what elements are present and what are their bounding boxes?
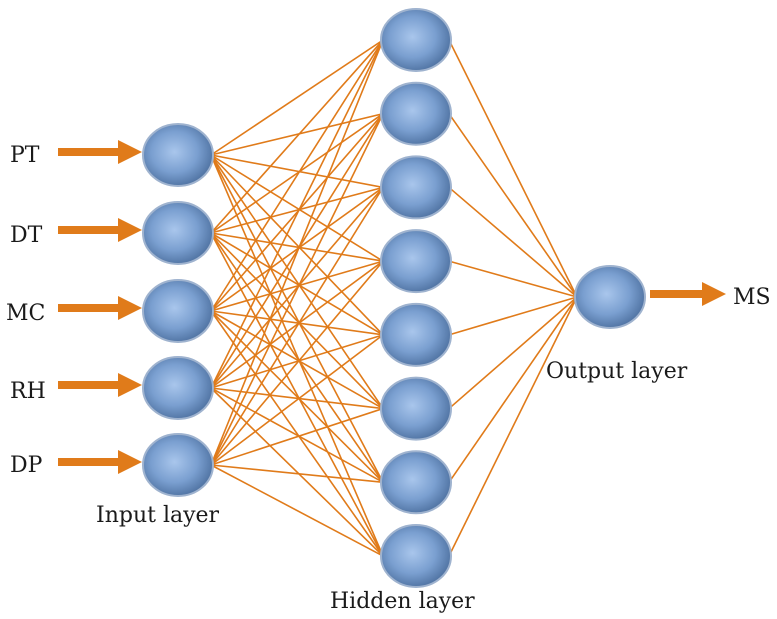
connection-input-4-hidden-6 bbox=[210, 464, 384, 484]
connection-input-0-hidden-4 bbox=[210, 154, 384, 336]
connection-input-0-hidden-2 bbox=[210, 154, 384, 189]
arrows bbox=[58, 140, 726, 474]
connection-input-3-hidden-6 bbox=[210, 387, 384, 483]
output-label-ms: MS bbox=[733, 285, 771, 310]
connection-hidden-2-output bbox=[448, 186, 578, 298]
connection-input-4-hidden-2 bbox=[210, 187, 384, 466]
hidden-node-2 bbox=[380, 81, 452, 146]
connection-input-3-hidden-5 bbox=[210, 387, 384, 410]
connection-input-1-hidden-7 bbox=[210, 232, 384, 557]
hidden-node-5 bbox=[380, 302, 452, 367]
hidden-node-6 bbox=[380, 376, 452, 441]
connection-hidden-6-output bbox=[448, 296, 578, 483]
connection-input-4-hidden-4 bbox=[210, 334, 384, 466]
output-node bbox=[574, 265, 646, 329]
connection-input-2-hidden-4 bbox=[210, 310, 384, 336]
input-label-dp: DP bbox=[10, 453, 43, 478]
connection-input-3-hidden-0 bbox=[210, 39, 384, 389]
input-node-dt bbox=[142, 201, 214, 265]
connection-input-1-hidden-5 bbox=[210, 232, 384, 410]
connection-hidden-3-output bbox=[448, 260, 578, 298]
input-node-pt bbox=[142, 123, 214, 187]
connection-input-1-hidden-2 bbox=[210, 186, 384, 234]
connection-input-3-hidden-3 bbox=[210, 260, 384, 389]
input-arrow-dp bbox=[58, 450, 142, 474]
connections bbox=[210, 39, 578, 557]
connection-hidden-5-output bbox=[448, 296, 578, 410]
hidden-node-3 bbox=[380, 155, 452, 220]
input-node-dp bbox=[142, 433, 214, 497]
connection-input-0-hidden-5 bbox=[210, 154, 384, 410]
connection-input-4-hidden-1 bbox=[210, 113, 384, 466]
connection-hidden-4-output bbox=[448, 296, 578, 336]
output-layer-label: Output layer bbox=[546, 359, 688, 384]
connection-hidden-1-output bbox=[448, 113, 578, 298]
input-arrow-rh bbox=[58, 373, 142, 397]
nodes bbox=[142, 8, 646, 588]
connection-input-2-hidden-0 bbox=[210, 39, 384, 312]
connection-input-0-hidden-7 bbox=[210, 154, 384, 557]
connection-input-0-hidden-1 bbox=[210, 112, 384, 156]
input-arrow-pt bbox=[58, 140, 142, 164]
hidden-layer-label: Hidden layer bbox=[330, 589, 475, 614]
connection-input-2-hidden-5 bbox=[210, 310, 384, 410]
connection-input-2-hidden-2 bbox=[210, 186, 384, 312]
input-node-mc bbox=[142, 279, 214, 343]
connection-hidden-7-output bbox=[448, 296, 578, 557]
input-label-pt: PT bbox=[10, 143, 40, 168]
connection-input-0-hidden-6 bbox=[210, 154, 384, 483]
connection-input-2-hidden-6 bbox=[210, 310, 384, 483]
connection-input-1-hidden-0 bbox=[210, 39, 384, 234]
input-arrow-dt bbox=[58, 218, 142, 242]
connection-input-4-hidden-3 bbox=[210, 260, 384, 466]
connection-hidden-0-output bbox=[448, 39, 578, 298]
hidden-node-8 bbox=[380, 524, 452, 588]
connection-input-0-hidden-0 bbox=[210, 39, 384, 156]
input-arrow-mc bbox=[58, 296, 142, 320]
connection-input-0-hidden-3 bbox=[210, 154, 384, 262]
connection-input-4-hidden-0 bbox=[210, 39, 384, 466]
hidden-node-7 bbox=[380, 450, 452, 515]
input-label-rh: RH bbox=[10, 379, 46, 404]
connection-input-2-hidden-3 bbox=[210, 260, 384, 312]
input-label-dt: DT bbox=[10, 223, 43, 248]
connection-input-1-hidden-4 bbox=[210, 232, 384, 336]
connection-input-2-hidden-7 bbox=[210, 310, 384, 557]
connection-input-4-hidden-5 bbox=[210, 407, 384, 466]
connection-input-1-hidden-6 bbox=[210, 232, 384, 483]
connection-input-1-hidden-1 bbox=[210, 113, 384, 234]
input-node-rh bbox=[142, 356, 214, 420]
connection-input-1-hidden-3 bbox=[210, 232, 384, 262]
output-arrow-ms bbox=[650, 282, 726, 306]
hidden-node-4 bbox=[380, 229, 452, 294]
input-layer-label: Input layer bbox=[96, 503, 220, 528]
hidden-node-1 bbox=[380, 8, 452, 72]
connection-input-4-hidden-7 bbox=[210, 464, 384, 557]
connection-input-3-hidden-7 bbox=[210, 387, 384, 557]
input-labels: PT DT MC RH DP bbox=[6, 143, 46, 478]
input-label-mc: MC bbox=[6, 301, 45, 326]
connection-input-3-hidden-4 bbox=[210, 334, 384, 389]
